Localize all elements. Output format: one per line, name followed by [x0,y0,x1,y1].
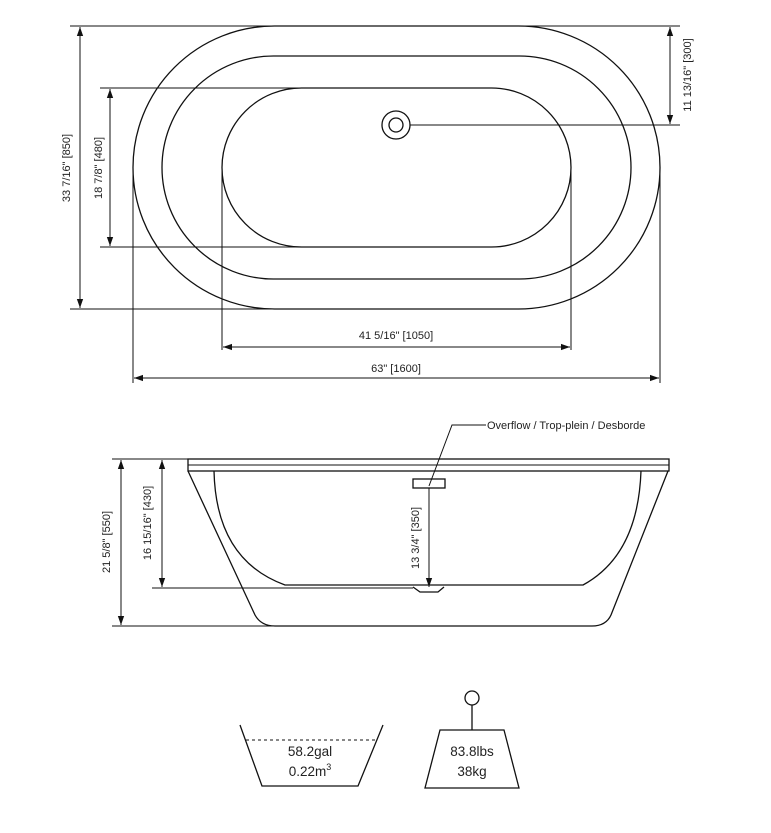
overflow-label: Overflow / Trop-plein / Desborde [487,420,645,432]
tub-basin [221,87,572,248]
dim-depth-total: 33 7/16" [850] [61,134,73,202]
tub-inner-basin [213,470,642,586]
tub-inner-rim [161,55,632,280]
weight-icon: 83.8lbs 38kg [424,690,520,789]
drain-notch [412,586,445,593]
drain-icon [381,110,411,140]
dim-width-inner: 41 5/16" [1050] [359,330,433,342]
top-view: 33 7/16" [850] 18 7/8" [480] 41 5/16" [1… [61,25,694,383]
dim-height-total: 21 5/8" [550] [101,511,113,573]
capacity-cubic-meters: 0.22m3 [289,762,332,779]
dim-width-total: 63" [1600] [371,363,421,375]
dim-overflow-height: 13 3/4" [350] [410,507,422,569]
weight-lbs: 83.8lbs [450,744,494,759]
tub-outer-shell [187,470,669,627]
dim-height-inner: 16 15/16" [430] [142,486,154,560]
capacity-gallons: 58.2gal [288,744,332,759]
side-view: Overflow / Trop-plein / Desborde 21 5/8"… [101,420,670,627]
tub-outer-rim [132,25,661,310]
capacity-icon: 58.2gal 0.22m3 [239,724,384,787]
overflow-icon [412,478,446,489]
weight-kg: 38kg [457,764,486,779]
dim-drain-offset: 11 13/16" [300] [682,38,694,111]
dim-depth-inner: 18 7/8" [480] [93,137,105,199]
